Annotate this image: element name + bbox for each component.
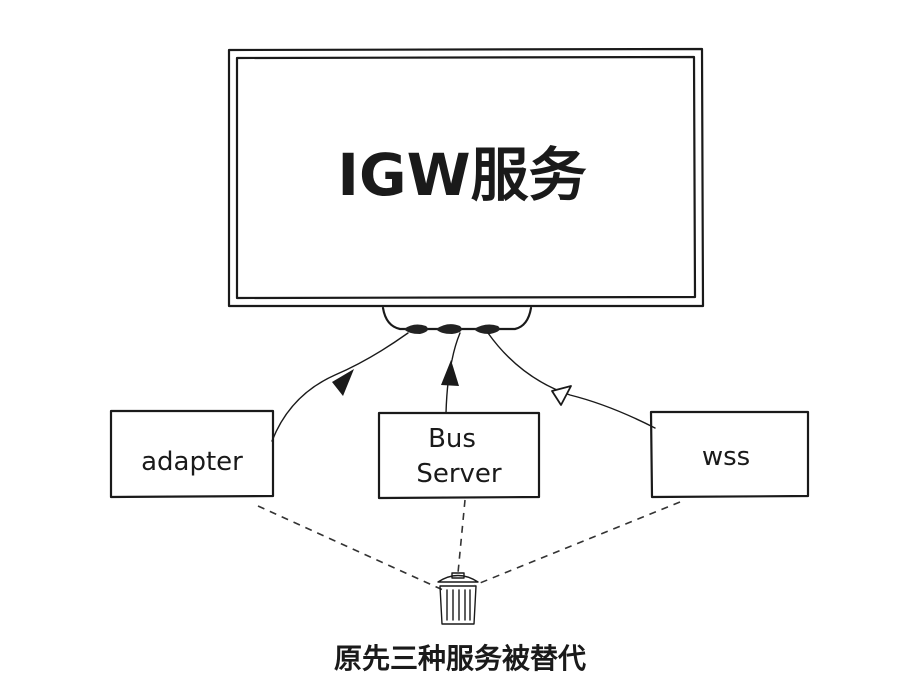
trash-can-lid: [437, 574, 479, 583]
service-box-adapter: adapter: [109, 409, 275, 499]
wss-connector: [487, 332, 656, 429]
wss-label: wss: [702, 442, 750, 472]
monitor-port-center: [436, 324, 462, 334]
igw-service-monitor: IGW服务: [227, 47, 705, 334]
bus-server-label-line1: Bus: [428, 424, 476, 454]
connectors: [271, 332, 656, 442]
wss-dashed-line: [474, 501, 681, 586]
monitor-port-left: [404, 324, 428, 334]
trash-can-body: [439, 585, 477, 625]
caption: 原先三种服务被替代: [334, 642, 586, 675]
monitor-outer-frame: [227, 47, 705, 308]
bus-server-arrow-filled: [441, 360, 459, 386]
monitor-port-right: [474, 324, 500, 334]
trash-can-stripes: [446, 589, 471, 621]
trash-can-icon: [437, 572, 479, 625]
adapter-dashed-line: [257, 505, 444, 591]
wss-box-frame: [649, 410, 810, 499]
adapter-arrow-filled: [332, 369, 354, 396]
trash-can-handle: [451, 572, 465, 579]
service-box-bus-server: Bus Server: [377, 411, 541, 500]
bus-server-label-line2: Server: [416, 459, 502, 489]
wss-arrow-hollow: [551, 385, 572, 406]
monitor-inner-frame: [235, 55, 697, 300]
monitor-title: IGW服务: [337, 141, 586, 209]
bus-server-box-frame: [377, 411, 541, 500]
bus-server-connector: [445, 332, 461, 414]
adapter-connector: [271, 332, 409, 442]
adapter-label: adapter: [141, 447, 243, 477]
dashed-lines-to-trash: [257, 499, 681, 591]
adapter-box-frame: [109, 409, 275, 499]
bus-server-dashed-line: [457, 499, 466, 574]
service-box-wss: wss: [649, 410, 810, 499]
